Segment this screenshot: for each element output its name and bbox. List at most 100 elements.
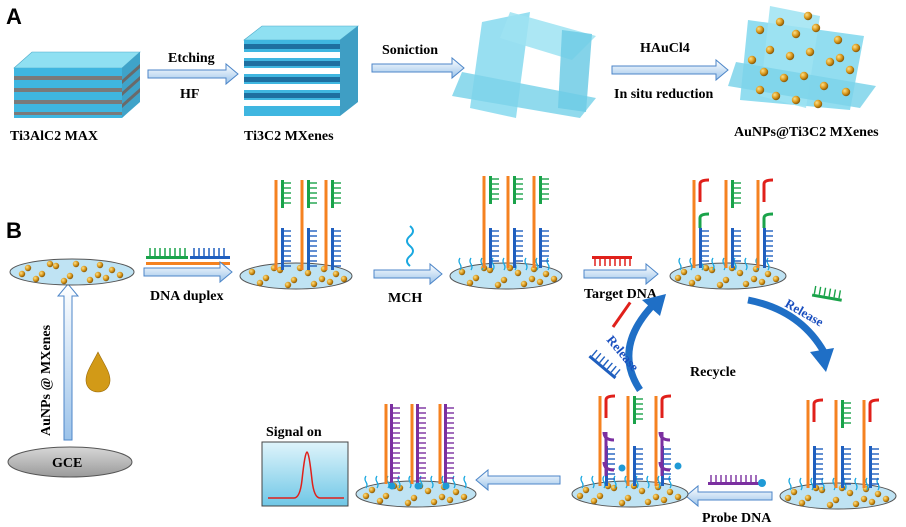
gold-nanoparticle — [755, 25, 765, 35]
capture-strand — [862, 400, 866, 488]
drop-icon — [85, 351, 111, 393]
mch-molecule — [657, 475, 661, 489]
target-strand — [660, 394, 672, 418]
blocker-strand — [841, 446, 844, 488]
haucl-label: HAuCl4 — [640, 41, 690, 56]
gold-nanoparticle — [396, 484, 404, 492]
blocker-strand — [699, 228, 702, 268]
target-strand — [698, 178, 710, 202]
probe-strand — [602, 461, 615, 472]
blocker-strand — [813, 446, 816, 488]
gold-nanoparticle — [382, 492, 390, 500]
gold-nanoparticle — [845, 65, 855, 75]
gold-nanoparticle — [446, 496, 454, 504]
mch-molecule — [689, 257, 693, 271]
mch-molecule — [469, 257, 473, 271]
gold-nanoparticle — [24, 264, 32, 272]
gold-nanoparticle — [514, 269, 522, 277]
mch-arrow — [373, 262, 443, 286]
mch-molecule — [744, 257, 748, 271]
probe-label-dot — [618, 464, 626, 472]
gold-nanoparticle — [528, 275, 536, 283]
recycle-label: Recycle — [690, 365, 736, 380]
probe-label-dot — [388, 482, 396, 490]
probe-label-dot — [674, 462, 682, 470]
capture-strand — [598, 396, 602, 486]
mch-molecule — [865, 477, 869, 491]
gold-nanoparticle — [542, 270, 550, 278]
mch-molecule — [458, 257, 462, 271]
sonication-arrow — [371, 56, 465, 80]
gold-nanoparticle — [702, 264, 710, 272]
probe-strand — [444, 404, 447, 484]
gold-nanoparticle — [72, 260, 80, 268]
gold-nanoparticle — [736, 269, 744, 277]
mch-molecule — [678, 257, 682, 271]
gold-nanoparticle — [618, 499, 626, 507]
gold-nanoparticle — [18, 270, 26, 278]
electrode-after-release — [779, 398, 897, 510]
gold-nanoparticle — [860, 495, 868, 503]
signal-plot — [261, 441, 349, 507]
capture-strand — [692, 180, 696, 268]
max-phase-block — [13, 51, 141, 118]
mch-molecule — [624, 475, 628, 489]
electrode-modified — [9, 258, 135, 286]
capture-strand — [438, 404, 442, 484]
gold-nanoparticle — [466, 279, 474, 287]
blocker-strand — [513, 228, 516, 268]
gold-nanoparticle — [804, 494, 812, 502]
mch-molecule — [854, 477, 858, 491]
capture-strand — [626, 396, 630, 486]
gold-nanoparticle — [256, 279, 264, 287]
probe-label: Probe DNA — [702, 511, 772, 526]
gold-nanoparticle — [674, 274, 682, 282]
gold-nanoparticle — [791, 95, 801, 105]
released-red-strand — [611, 301, 632, 328]
mch-molecule — [788, 477, 792, 491]
reduction-arrow — [611, 58, 729, 82]
capture-strand — [756, 180, 760, 268]
probe-label-dot — [414, 482, 422, 490]
mch-molecule — [832, 477, 836, 491]
gold-nanoparticle — [644, 498, 652, 506]
gold-nanoparticle — [759, 67, 769, 77]
probe-arrow — [685, 484, 773, 508]
mxenes-label: Ti3C2 MXenes — [244, 129, 334, 144]
mch-molecule — [733, 257, 737, 271]
mch-molecule — [635, 475, 639, 489]
gold-nanoparticle — [868, 498, 876, 506]
gold-nanoparticle — [680, 268, 688, 276]
gold-nanoparticle — [813, 99, 823, 109]
gold-nanoparticle — [318, 275, 326, 283]
release-arrow-right — [747, 296, 834, 372]
gold-nanoparticle — [758, 278, 766, 286]
gold-nanoparticle — [52, 262, 60, 270]
mch-molecule — [546, 257, 550, 271]
hf-label: HF — [180, 87, 199, 102]
gold-nanoparticle — [596, 492, 604, 500]
gold-nanoparticle — [536, 278, 544, 286]
gold-nanoparticle — [486, 266, 494, 274]
released-blue-strand — [588, 349, 621, 380]
target-arrow — [583, 262, 659, 286]
target-strand — [812, 398, 824, 422]
release-label-left: Release — [604, 332, 643, 374]
green-strand — [841, 400, 844, 428]
gold-nanoparticle — [851, 43, 861, 53]
gold-nanoparticle — [742, 280, 750, 288]
mch-molecule — [668, 475, 672, 489]
green-strand — [633, 396, 636, 424]
mch-molecule — [591, 475, 595, 489]
gold-nanoparticle — [550, 275, 558, 283]
capture-strand — [482, 176, 486, 268]
gold-nanoparticle — [500, 276, 508, 284]
gold-nanoparticle — [530, 265, 538, 273]
gold-nanoparticle — [825, 57, 835, 67]
etching-arrow — [147, 62, 239, 86]
gold-nanoparticle — [750, 275, 758, 283]
gold-nanoparticle — [846, 489, 854, 497]
gold-nanoparticle — [472, 274, 480, 282]
green-strand — [281, 180, 284, 208]
